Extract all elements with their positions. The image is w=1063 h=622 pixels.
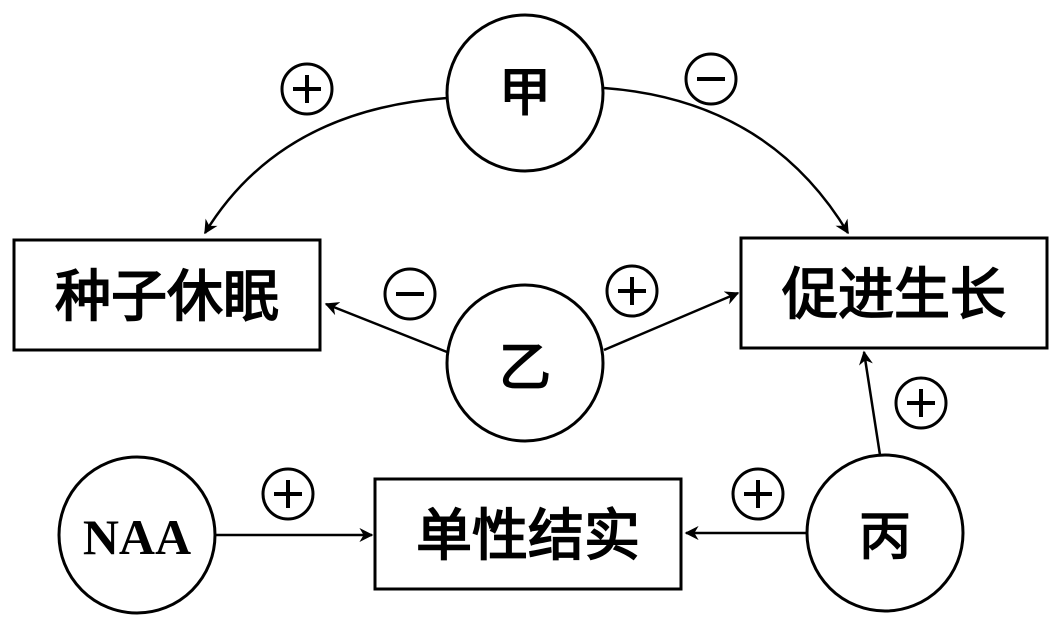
node-yi-label: 乙 [499,338,551,399]
node-jia: 甲 [445,13,605,173]
node-bing-label: 丙 [859,507,911,568]
node-jia-label: 甲 [499,63,551,124]
node-yi: 乙 [445,283,605,443]
node-dormancy: 种子休眠 [12,238,322,352]
edge-bing-to-growth [859,350,882,456]
plus-sign-icon [261,467,315,521]
plus-sign-icon [605,264,659,318]
minus-sign-icon [383,267,437,321]
plus-sign-icon [731,467,785,521]
node-dormancy-label: 种子休眠 [55,264,279,330]
edge-yi-to-dormancy [324,302,448,354]
node-naa-label: NAA [83,509,191,565]
minus-sign-icon [684,52,738,106]
plus-sign-icon [894,376,948,430]
node-naa: NAA [57,455,217,615]
node-parthenocarpy: 单性结实 [373,477,683,591]
edge-jia-to-dormancy [203,96,448,235]
plus-sign-icon [280,62,334,116]
node-parthenocarpy-label: 单性结实 [416,503,640,569]
edge-yi-to-growth [603,291,740,352]
node-growth-label: 促进生长 [781,262,1006,328]
node-growth: 促进生长 [739,236,1049,350]
edge-jia-to-growth [603,86,850,235]
node-bing: 丙 [805,453,965,613]
